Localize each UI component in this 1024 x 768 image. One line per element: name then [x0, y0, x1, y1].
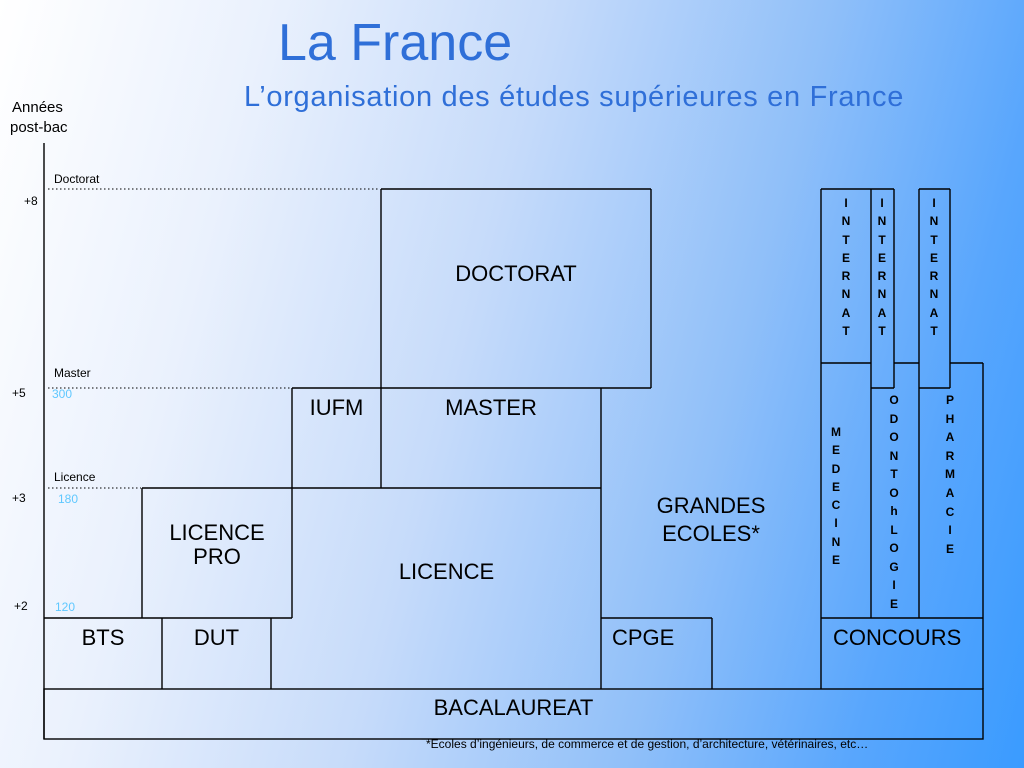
level-label-doctorat: Doctorat	[54, 172, 100, 186]
box-dut: DUT	[193, 625, 240, 650]
stacked-letter: N	[877, 287, 887, 302]
stacked-letter: I	[880, 196, 884, 210]
box-grandes-ecoles: GRANDES ECOLES*	[656, 493, 766, 546]
stacked-letter: R	[841, 269, 851, 284]
stacked-letter: N	[841, 214, 851, 229]
stacked-letter: h	[890, 504, 898, 519]
box-doctorat: DOCTORAT	[455, 261, 577, 286]
page-title: La France	[278, 14, 513, 72]
stacked-letter: N	[877, 214, 887, 229]
level-label-master: Master	[54, 366, 91, 380]
stacked-letter: I	[948, 523, 952, 538]
years-tick-doctorat: +8	[24, 194, 38, 208]
stacked-letter: T	[842, 324, 850, 339]
stacked-letter: O	[889, 430, 899, 445]
box-master: MASTER	[445, 395, 537, 420]
footnote: *Ecoles d’ingénieurs, de commerce et de …	[426, 737, 869, 751]
years-tick-bac-plus-2: +2	[14, 599, 28, 613]
stacked-letter: G	[889, 559, 899, 574]
level-label-licence: Licence	[54, 470, 96, 484]
stacked-letter: C	[831, 498, 841, 513]
stacked-letter: L	[890, 522, 898, 537]
stacked-letter: E	[929, 250, 938, 265]
box-licence: LICENCE	[398, 559, 495, 584]
stacked-letter: O	[889, 485, 899, 500]
box-concours: CONCOURS	[833, 625, 962, 650]
stacked-letter: E	[841, 250, 850, 265]
box-cpge: CPGE	[612, 625, 675, 650]
stacked-letter: E	[945, 541, 954, 556]
stacked-letter: N	[831, 534, 841, 549]
stacked-letter: P	[945, 393, 954, 407]
years-tick-licence: +3	[12, 491, 26, 505]
stacked-letter: O	[889, 393, 899, 407]
stacked-letter: N	[889, 448, 899, 463]
stacked-letter: A	[841, 305, 851, 320]
box-bacalaureat: BACALAUREAT	[433, 695, 594, 720]
page-subtitle: L’organisation des études supérieures en…	[244, 81, 905, 113]
stacked-letter: N	[929, 287, 939, 302]
stacked-letter: D	[889, 411, 899, 426]
stacked-letter: D	[831, 461, 841, 476]
axis-label-years: Années	[12, 99, 63, 116]
axis-label-post-bac: post-bac	[10, 119, 68, 136]
stacked-letter: A	[929, 305, 939, 320]
stacked-letter: C	[945, 504, 955, 519]
box-licence-pro: LICENCE PRO	[169, 520, 265, 569]
stacked-letter: E	[889, 597, 898, 612]
stacked-letter: N	[841, 287, 851, 302]
credits-bac-plus-2: 120	[55, 600, 76, 614]
stacked-letter: I	[932, 196, 936, 210]
stacked-letter: T	[930, 232, 938, 247]
stacked-letter: T	[842, 232, 850, 247]
stacked-letter: A	[945, 485, 955, 500]
stacked-letter: E	[831, 443, 840, 458]
box-iufm: IUFM	[309, 395, 364, 420]
credits-master: 300	[52, 387, 73, 401]
stacked-letter: E	[877, 250, 886, 265]
stacked-letter: T	[878, 324, 886, 339]
stacked-letter: E	[831, 553, 840, 568]
stacked-letter: I	[834, 516, 838, 531]
bacalaureat-box	[43, 688, 984, 740]
stacked-letter: R	[877, 269, 887, 284]
years-tick-master: +5	[12, 386, 26, 400]
stacked-letter: N	[929, 214, 939, 229]
stacked-letter: I	[844, 196, 848, 210]
box-bts: BTS	[81, 625, 125, 650]
stacked-letter: A	[877, 305, 887, 320]
stacked-letter: E	[831, 479, 840, 494]
stacked-letter: R	[945, 448, 955, 463]
credits-licence: 180	[58, 492, 79, 506]
stacked-letter: T	[890, 467, 898, 482]
stacked-letter: A	[945, 430, 955, 445]
stacked-letter: T	[930, 324, 938, 339]
stacked-letter: I	[892, 578, 896, 593]
stacked-letter: T	[878, 232, 886, 247]
stacked-letter: H	[945, 411, 955, 426]
stacked-letter: R	[929, 269, 939, 284]
stacked-letter: M	[831, 425, 841, 439]
stacked-letter: O	[889, 541, 899, 556]
stacked-letter: M	[945, 467, 955, 482]
